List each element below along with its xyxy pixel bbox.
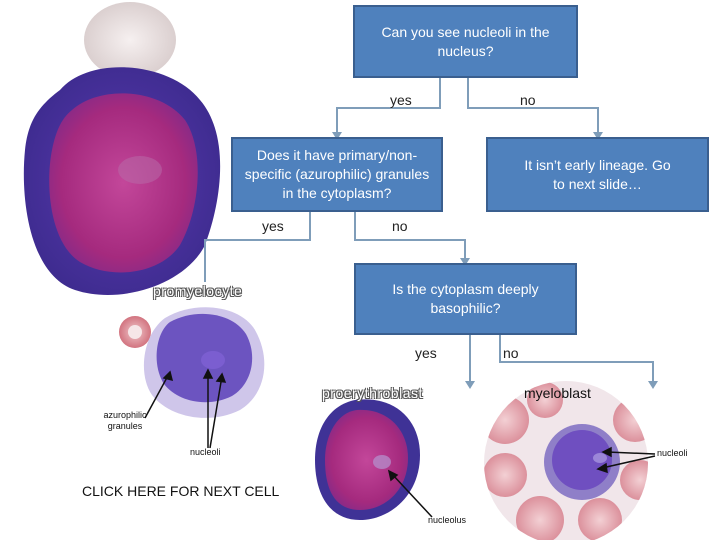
myeloblast-cell-image xyxy=(484,381,648,540)
question-granules-text: Does it have primary/non-specific (azuro… xyxy=(244,147,430,201)
question-nucleoli-text: Can you see nucleoli in the nucleus? xyxy=(381,23,550,59)
promyelocyte-cell-image xyxy=(119,307,265,418)
myeloblast-label: myeloblast xyxy=(524,385,591,401)
branch-q3-no: no xyxy=(503,345,519,361)
branch-q1-no: no xyxy=(520,92,536,108)
proerythroblast-label: proerythroblast xyxy=(322,385,423,401)
not-early-lineage-text: It isn’t early lineage. Go to next slide… xyxy=(524,156,671,192)
branch-q3-yes: yes xyxy=(415,345,437,361)
annotation-pointers xyxy=(144,368,656,518)
large-blast-cell-image xyxy=(23,2,221,295)
flow-arrowheads xyxy=(332,132,658,389)
nucleolus-annotation: nucleolus xyxy=(428,515,467,525)
flow-connectors xyxy=(204,78,654,383)
branch-q1-yes: yes xyxy=(390,92,412,108)
nucleoli-annotation-right: nucleoli xyxy=(657,448,688,458)
proerythroblast-cell-image xyxy=(315,399,420,520)
branch-q2-yes: yes xyxy=(262,218,284,234)
question-basophilic-text: Is the cytoplasm deeply basophilic? xyxy=(392,281,539,316)
question-box-nucleoli: Can you see nucleoli in the nucleus? xyxy=(353,5,578,78)
next-cell-link[interactable]: CLICK HERE FOR NEXT CELL xyxy=(82,483,280,499)
azurophilic-granules-annotation: azurophilic granules xyxy=(103,410,147,431)
question-box-basophilic: Is the cytoplasm deeply basophilic? xyxy=(354,263,577,335)
nucleoli-annotation-left: nucleoli xyxy=(190,447,221,457)
branch-q2-no: no xyxy=(392,218,408,234)
question-box-granules: Does it have primary/non-specific (azuro… xyxy=(231,137,443,212)
not-early-lineage-box: It isn’t early lineage. Go to next slide… xyxy=(486,137,709,212)
promyelocyte-label: promyelocyte xyxy=(153,283,243,299)
